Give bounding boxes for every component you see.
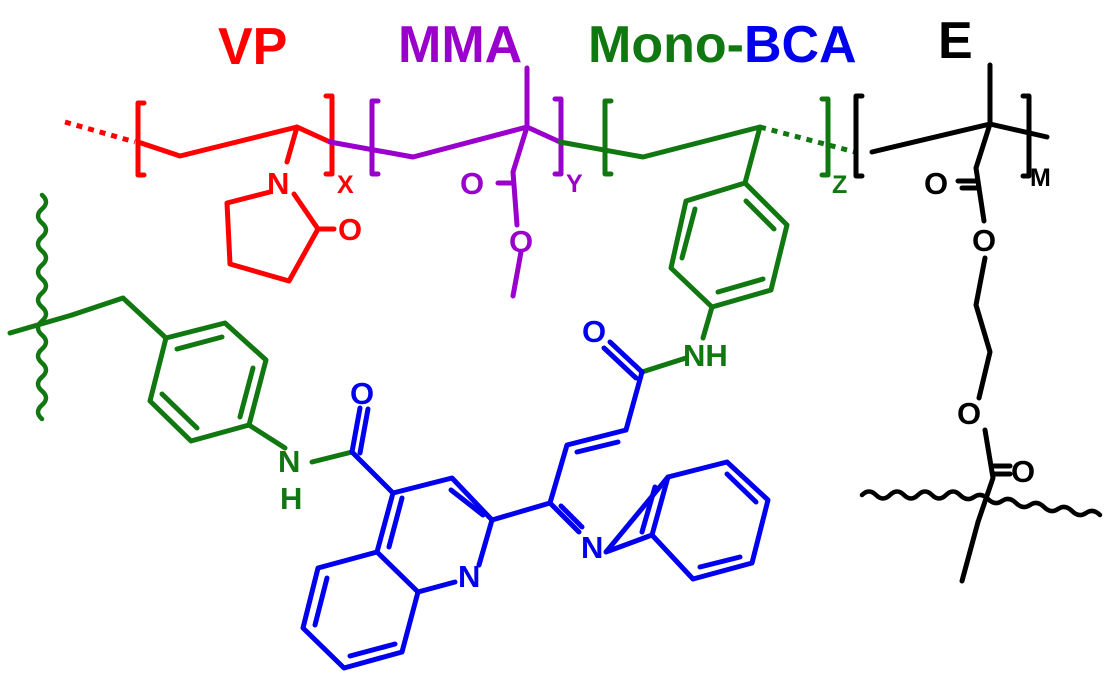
subscript-m: M xyxy=(1030,164,1051,192)
vp-n-atom: N xyxy=(267,166,289,201)
mono-close-bracket xyxy=(822,99,828,175)
right-amide-ring-bond xyxy=(626,372,642,430)
vp-open-bracket xyxy=(138,103,144,175)
vp-chain-end-dashed xyxy=(65,122,135,142)
right-quinoline-pyridine-inner xyxy=(561,442,655,532)
e-bottom-methyl xyxy=(962,522,978,581)
quinoline-right-n-atom: N xyxy=(581,530,603,565)
mono-label-text: Mono- xyxy=(588,16,744,74)
vp-ring-bond xyxy=(287,127,297,162)
vp-o-atom: O xyxy=(338,212,362,247)
subscript-x: X xyxy=(337,171,354,199)
mma-label: MMA xyxy=(398,16,522,74)
e-carbonyl-bottom xyxy=(993,466,1010,474)
mma-segment xyxy=(330,68,561,296)
e-carbonyl-top xyxy=(958,181,978,188)
mono-benzyl-bond xyxy=(745,127,760,183)
left-quinoline-benzo-inner xyxy=(315,578,395,656)
mono-nh-atom: NH xyxy=(683,338,728,373)
mono-nh-amide xyxy=(642,358,686,372)
left-nh-h-atom: H xyxy=(280,481,302,516)
quinoline-left-n-atom: N xyxy=(458,559,480,594)
left-wavy-crosslink xyxy=(38,195,46,419)
mono-open-bracket xyxy=(605,101,611,174)
e-carbonyl-o-top-atom: O xyxy=(924,166,948,201)
e-carbonyl-o-bottom-atom: O xyxy=(1011,454,1035,489)
mono-benzene-inner xyxy=(682,201,774,292)
left-amide-carbonyl xyxy=(352,408,368,453)
mma-carbonyl-o-atom: O xyxy=(460,166,484,201)
left-nh-n-atom: N xyxy=(278,444,300,479)
right-amide-carbonyl xyxy=(604,342,642,378)
e-ester-bond-bottom xyxy=(978,430,993,522)
mono-label: Mono-BCA xyxy=(588,16,857,74)
vp-close-bracket xyxy=(326,96,332,174)
bca-right-o-atom: O xyxy=(582,314,606,349)
e-ester-o-bottom-atom: O xyxy=(957,396,981,431)
left-nh-amide xyxy=(312,452,352,462)
e-ester-o-top-atom: O xyxy=(972,223,996,258)
e-segment xyxy=(856,65,1100,581)
vp-segment xyxy=(65,96,334,281)
left-amide-ring-bond xyxy=(352,452,393,493)
left-benzyl-chain xyxy=(72,298,166,338)
e-open-bracket xyxy=(856,96,862,176)
left-methyl xyxy=(10,315,72,333)
subscript-z: Z xyxy=(832,171,847,199)
mono-nh-bond xyxy=(703,307,712,338)
mma-open-bracket xyxy=(372,101,378,174)
subscript-y: Y xyxy=(566,170,583,198)
left-benzene-inner xyxy=(162,337,253,428)
e-backbone xyxy=(872,124,1047,152)
e-ethylene-linker xyxy=(976,258,990,398)
pyrrolidone-ring xyxy=(227,192,318,281)
right-quinoline-benzo-inner xyxy=(700,474,756,567)
biquinoline-link xyxy=(492,503,550,520)
vp-label: VP xyxy=(218,18,287,76)
mma-ester-o-atom: O xyxy=(509,224,533,259)
bca-label: BCA xyxy=(744,16,857,74)
e-close-bracket xyxy=(1023,96,1029,176)
mma-ester-bond xyxy=(513,127,527,225)
mono-backbone xyxy=(560,127,760,157)
mono-crosslink-dashed xyxy=(760,127,855,152)
bca-left-o-atom: O xyxy=(350,376,374,411)
e-label: E xyxy=(938,12,973,70)
e-ester-bond-top xyxy=(976,124,990,221)
vp-backbone xyxy=(138,127,330,156)
mma-close-bracket xyxy=(555,99,561,174)
